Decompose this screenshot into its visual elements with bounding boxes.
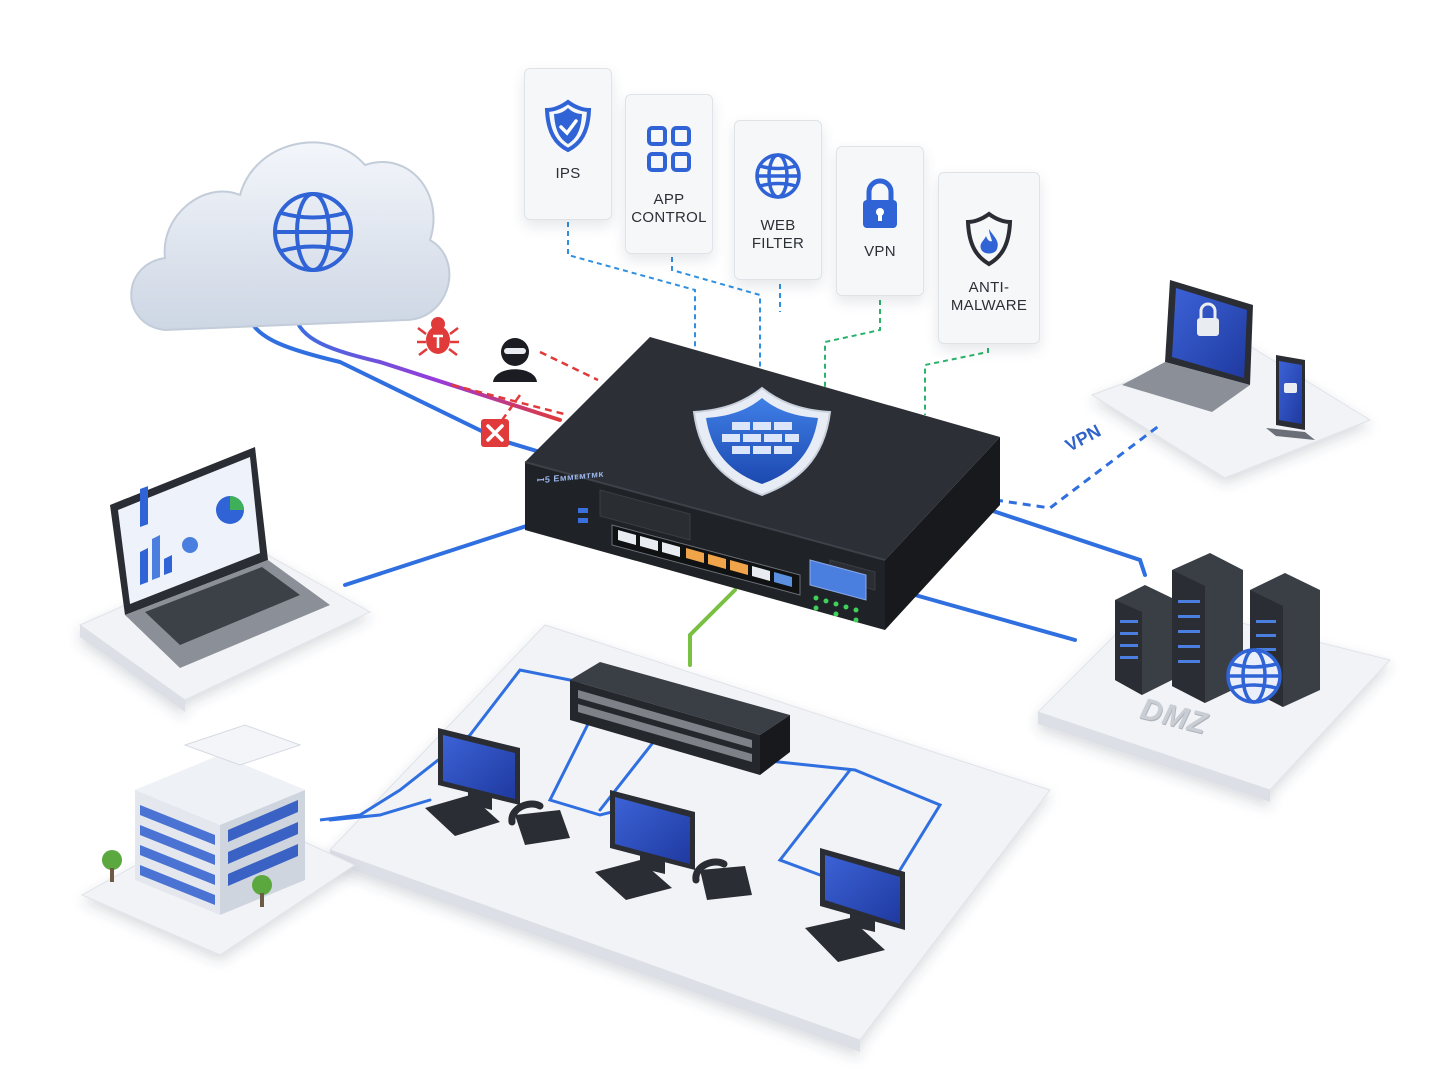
keyboard bbox=[425, 795, 500, 836]
firewall-appliance bbox=[524, 337, 1000, 630]
laptop-cable bbox=[343, 518, 547, 587]
dashboard-screen bbox=[140, 486, 244, 585]
service-card-web-filter: WEB FILTER bbox=[734, 120, 822, 280]
service-card-anti-malware: ANTI- MALWARE bbox=[938, 172, 1040, 344]
desktop-computer bbox=[595, 790, 695, 900]
service-card-app-control: APP CONTROL bbox=[625, 94, 713, 254]
service-card-vpn: VPN bbox=[836, 146, 924, 296]
keyboard bbox=[805, 918, 885, 962]
threat-paths bbox=[451, 350, 599, 431]
globe-icon bbox=[735, 151, 821, 205]
service-label: VPN bbox=[864, 243, 896, 260]
hacker-icon bbox=[493, 338, 537, 382]
dmz-servers bbox=[1115, 553, 1320, 707]
ip-phone bbox=[508, 800, 570, 845]
app-grid-icon bbox=[626, 125, 712, 179]
usb-ports bbox=[578, 508, 588, 523]
shield-check-icon bbox=[525, 99, 611, 153]
lcd-display bbox=[809, 559, 867, 601]
globe-icon bbox=[1226, 648, 1282, 704]
service-label: IPS bbox=[555, 165, 581, 182]
ethernet-ports bbox=[611, 524, 801, 596]
desktop-computer bbox=[425, 728, 520, 836]
remote-phone bbox=[1266, 355, 1315, 440]
internet-cloud bbox=[130, 141, 451, 332]
ip-phone bbox=[692, 858, 752, 900]
dmz-cables bbox=[913, 508, 1147, 642]
lan-switch bbox=[570, 662, 790, 775]
globe-icon bbox=[273, 192, 353, 272]
office-building bbox=[102, 724, 305, 915]
malware-bug-icon bbox=[417, 317, 459, 356]
service-label: ANTI- MALWARE bbox=[950, 279, 1028, 314]
lan-uplink bbox=[688, 588, 737, 667]
shield-flame-icon bbox=[939, 211, 1039, 267]
remote-laptop bbox=[1122, 280, 1253, 412]
internet-cable bbox=[248, 313, 562, 457]
padlock-icon bbox=[837, 177, 923, 231]
server-tower bbox=[1172, 553, 1243, 703]
service-label: WEB FILTER bbox=[751, 217, 805, 252]
padlock-icon bbox=[1197, 302, 1219, 336]
vpn-tunnel-line bbox=[994, 423, 1161, 510]
blocked-x-icon bbox=[481, 419, 509, 447]
keyboard bbox=[595, 860, 672, 900]
tree-icon bbox=[102, 850, 272, 907]
admin-laptop bbox=[110, 447, 330, 668]
firewall-shield-icon bbox=[692, 386, 832, 497]
desktop-computer bbox=[805, 848, 905, 962]
status-leds bbox=[813, 595, 859, 623]
building-uplink bbox=[319, 733, 471, 822]
service-card-ips: IPS bbox=[524, 68, 612, 220]
server-tower bbox=[1115, 585, 1172, 695]
service-label: APP CONTROL bbox=[631, 191, 707, 226]
padlock-icon bbox=[1284, 383, 1297, 393]
